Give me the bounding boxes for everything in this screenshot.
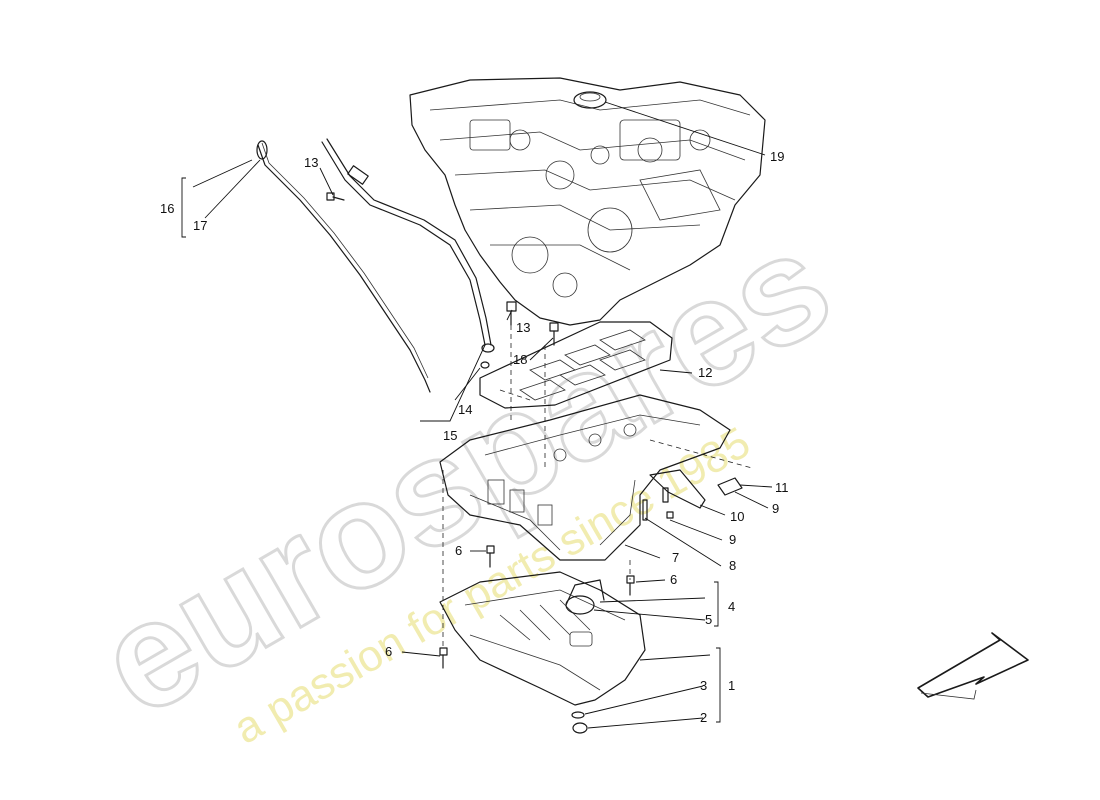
callout-16: 16	[160, 201, 174, 216]
pickup-brackets	[642, 469, 743, 521]
callout-18: 18	[513, 352, 527, 367]
callout-11: 11	[775, 480, 789, 495]
callout-19: 19	[770, 149, 784, 164]
callout-4: 4	[728, 599, 735, 614]
callout-10: 10	[730, 509, 744, 524]
lower-oil-sump	[439, 571, 646, 734]
dipstick	[256, 140, 431, 393]
callout-2: 2	[700, 710, 707, 725]
callout-6-upper: 6	[455, 543, 462, 558]
callout-5: 5	[705, 612, 712, 627]
baffle-plate	[479, 321, 673, 409]
callout-labels: 1 2 3 4 5 6 6 6 7 8 9 9 10 11 12 13 13 1…	[160, 149, 789, 725]
callout-13-lower: 13	[516, 320, 530, 335]
dipstick-tube	[321, 138, 495, 369]
callout-7: 7	[672, 550, 679, 565]
callout-9-right: 9	[772, 501, 779, 516]
callout-8: 8	[729, 558, 736, 573]
watermark-brand: eurospares	[72, 198, 856, 748]
callout-14: 14	[458, 402, 472, 417]
callout-3: 3	[700, 678, 707, 693]
leader-lines	[181, 101, 773, 729]
front-direction-arrow-icon	[917, 632, 1029, 700]
callout-9-lower: 9	[729, 532, 736, 547]
callout-13-upper: 13	[304, 155, 318, 170]
upper-oil-sump	[439, 394, 731, 561]
engine-block	[409, 77, 766, 326]
assembly-lines	[442, 325, 753, 650]
callout-6-right: 6	[670, 572, 677, 587]
watermark: eurospares a passion for parts since 198…	[71, 196, 858, 753]
callout-6-lower: 6	[385, 644, 392, 659]
callout-15: 15	[443, 428, 457, 443]
callout-17: 17	[193, 218, 207, 233]
callout-12: 12	[698, 365, 712, 380]
callout-1: 1	[728, 678, 735, 693]
